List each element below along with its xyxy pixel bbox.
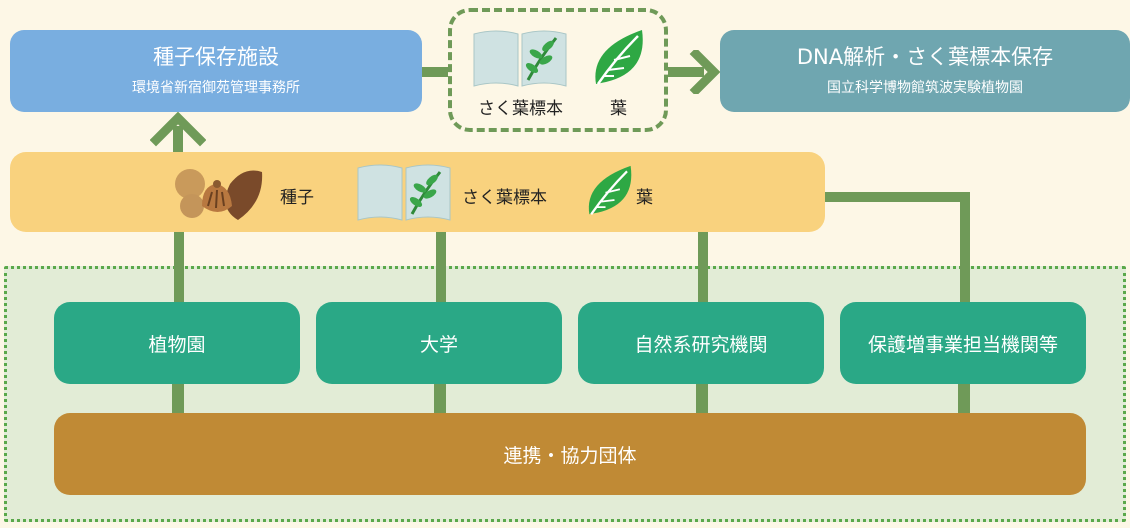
connector-line bbox=[960, 192, 970, 302]
connector-line bbox=[698, 232, 708, 302]
specimen-book-icon bbox=[357, 164, 451, 221]
arrow-right-icon bbox=[668, 50, 721, 94]
seeds-icon bbox=[175, 169, 263, 220]
arrow-up-icon bbox=[150, 112, 206, 154]
org-conservation-agency: 保護増事業担当機関等 bbox=[840, 302, 1086, 384]
specimen-book-icon bbox=[473, 30, 567, 87]
connector-line bbox=[958, 384, 970, 414]
cooperation-bar: 連携・協力団体 bbox=[54, 413, 1086, 495]
transfer-specimen-label: さく葉標本 bbox=[478, 99, 563, 119]
connector-line bbox=[420, 67, 450, 77]
seed-storage-subtitle: 環境省新宿御苑管理事務所 bbox=[132, 79, 300, 96]
connector-line bbox=[434, 384, 446, 414]
connector-line bbox=[172, 384, 184, 414]
collection-specimen-label: さく葉標本 bbox=[462, 188, 547, 208]
dna-analysis-subtitle: 国立科学博物館筑波実験植物園 bbox=[827, 79, 1023, 96]
org-university: 大学 bbox=[316, 302, 562, 384]
dna-analysis-title: DNA解析・さく葉標本保存 bbox=[796, 45, 1054, 70]
seed-storage-facility-box: 種子保存施設 環境省新宿御苑管理事務所 bbox=[10, 30, 422, 112]
dna-analysis-box: DNA解析・さく葉標本保存 国立科学博物館筑波実験植物園 bbox=[720, 30, 1130, 112]
org-natural-research-institute: 自然系研究機関 bbox=[578, 302, 824, 384]
collection-leaf-label: 葉 bbox=[636, 188, 653, 208]
connector-line bbox=[825, 192, 970, 202]
connector-line bbox=[174, 232, 184, 302]
leaf-icon bbox=[588, 165, 632, 215]
collection-seed-label: 種子 bbox=[280, 188, 314, 208]
transfer-leaf-label: 葉 bbox=[610, 99, 627, 119]
leaf-icon bbox=[595, 30, 643, 85]
connector-line bbox=[696, 384, 708, 414]
seed-storage-title: 種子保存施設 bbox=[153, 45, 279, 70]
connector-line bbox=[436, 232, 446, 302]
org-botanical-garden: 植物園 bbox=[54, 302, 300, 384]
